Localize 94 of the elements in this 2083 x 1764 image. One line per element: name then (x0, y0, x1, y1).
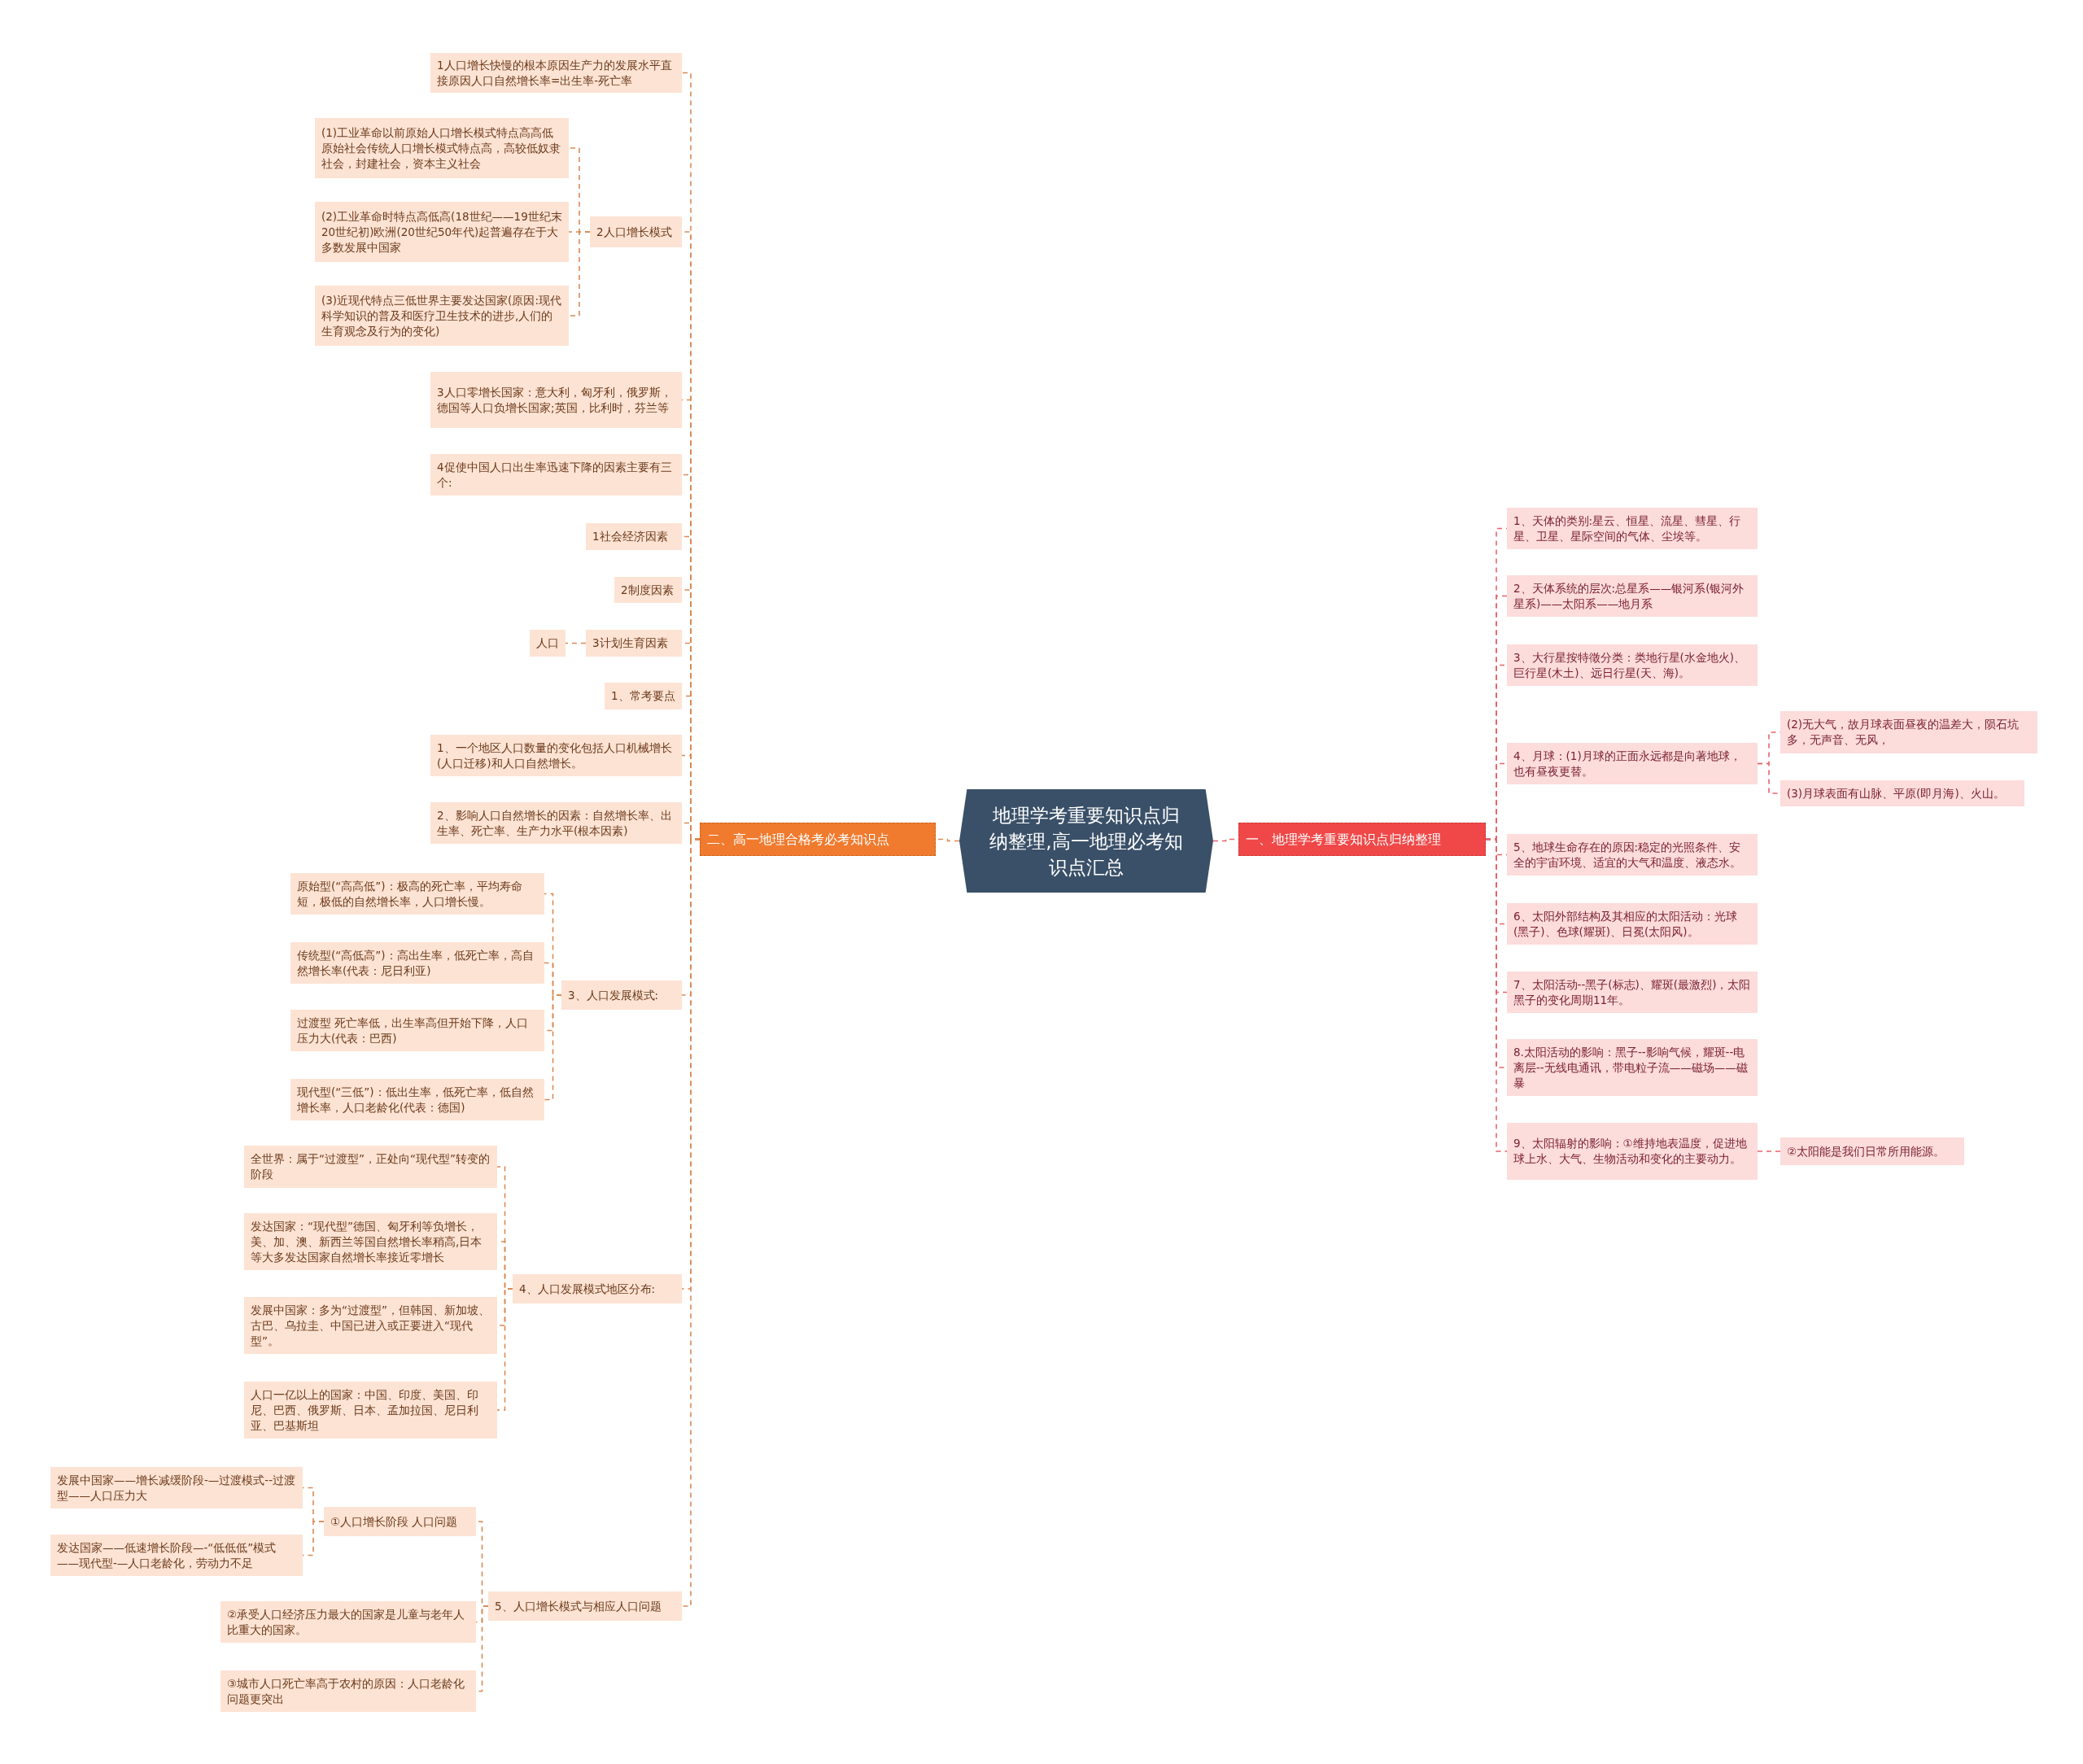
topic-text: (2)工业革命时特点高低高(18世纪——19世纪末20世纪初)欧洲(20世纪50年代)起普遍存在于大多数发展中国家 (321, 208, 562, 255)
topic-text: 发达国家——低速增长阶段—-“低低低”模式——现代型-—人口老龄化，劳动力不足 (57, 1539, 277, 1571)
topic-text: 传统型(“高低高”)：高出生率，低死亡率，高自然增长率(代表：尼日利亚) (297, 947, 535, 979)
subtopic-box (290, 942, 544, 984)
topic-text: 原始型(“高高低”)：极高的死亡率，平均寿命短，极低的自然增长率，人口增长慢。 (297, 878, 523, 910)
topic-text: 4、人口发展模式地区分布: (519, 1281, 656, 1297)
subtopic-box (244, 1146, 497, 1188)
subtopic-box (430, 735, 682, 776)
subtopic-box (244, 1382, 497, 1439)
subtopic-box (586, 523, 682, 550)
topic-text: 发展中国家——增长减缓阶段-—过渡模式--过渡型——人口压力大 (57, 1472, 296, 1504)
topic-text: 人口一亿以上的国家：中国、印度、美国、印尼、巴西、俄罗斯、日本、孟加拉国、尼日利亚、巴基斯坦 (251, 1386, 479, 1434)
connector-line (568, 231, 591, 317)
topic-text: 5、地球生命存在的原因:稳定的光照条件、安全的宇宙环境、适宜的大气和温度、液态水。 (1513, 839, 1742, 871)
main-branch-box (1238, 823, 1486, 856)
topic-text: 二、高一地理合格考必考知识点 (707, 831, 889, 848)
subtopic-box (1507, 575, 1758, 617)
subtopic-box (315, 202, 569, 262)
subtopic-box (614, 577, 682, 603)
subtopic-box (1507, 508, 1758, 549)
topic-text: ②承受人口经济压力最大的国家是儿童与老年人比重大的国家。 (227, 1606, 466, 1638)
topic-text: 3计划生育因素 (592, 635, 668, 651)
topic-text: 现代型(“三低”)：低出生率，低死亡率，低自然增长率，人口老龄化(代表：德国) (297, 1084, 535, 1116)
topic-text: 2、影响人口自然增长的因素：自然增长率、出生率、死亡率、生产力水平(根本因素) (437, 807, 673, 839)
subtopic-box (315, 286, 569, 346)
topic-text: 全世界：属于“过渡型”，正处向“现代型”转变的阶段 (251, 1151, 491, 1182)
topic-text: 一、地理学考重要知识点归纳整理 (1246, 831, 1441, 848)
topic-text: ③城市人口死亡率高于农村的原因：人口老龄化问题更突出 (227, 1675, 466, 1707)
topic-text: 9、太阳辐射的影响：①维持地表温度，促进地球上水、大气、生物活动和变化的主要动力。 (1513, 1136, 1748, 1167)
subtopic-box (1507, 743, 1758, 784)
main-branch-box (700, 823, 936, 856)
topic-text: 发展中国家：多为“过渡型”，但韩国、新加坡、古巴、乌拉圭、中国已进入或正要进入“现代型”。 (251, 1302, 491, 1349)
topic-text: 4促使中国人口出生率迅速下降的因素主要有三个: (437, 459, 673, 491)
topic-text: 3、大行星按特徵分类：类地行星(水金地火)、巨行星(木土)、远日行星(天、海)。 (1513, 649, 1747, 681)
topic-text: 1社会经济因素 (592, 529, 668, 544)
subtopic-box (605, 683, 682, 710)
subtopic-box (590, 216, 682, 247)
topic-text: 7、太阳活动--黑子(标志)、耀斑(最激烈)，太阳黑子的变化周期11年。 (1513, 976, 1751, 1008)
subtopic-box (290, 1010, 544, 1051)
topic-text: ①人口增长阶段 人口问题 (330, 1513, 458, 1530)
subtopic-box (1507, 834, 1758, 875)
topic-text: 发达国家：“现代型”德国、匈牙利等负增长，美、加、澳、新西兰等国自然增长率稍高,日本等大多发达国家自然增长率接近零增长 (251, 1218, 483, 1265)
subtopic-box (315, 118, 569, 178)
topic-text: 1、天体的类别:星云、恒星、流星、彗星、行星、卫星、星际空间的气体、尘埃等。 (1513, 513, 1742, 544)
subtopic-box (586, 630, 682, 657)
topic-text: 2制度因素 (621, 582, 674, 598)
subtopic-box (244, 1213, 497, 1270)
topic-text: (3)近现代特点三低世界主要发达国家(原因:现代科学知识的普及和医疗卫生技术的进步,人们的生育观念及行为的变化) (321, 292, 562, 339)
connector-line (544, 994, 562, 1101)
topic-text: 1、常考要点 (611, 688, 675, 704)
subtopic-box (50, 1467, 303, 1509)
subtopic-box (1780, 780, 2024, 806)
subtopic-box (430, 802, 682, 844)
topic-text: 2、天体系统的层次:总星系——银河系(银河外星系)——太阳系——地月系 (1513, 580, 1745, 612)
topic-text: 3人口零增长国家：意大利，匈牙利，俄罗斯，德国等人口负增长国家;英国，比利时，芬兰等 (437, 384, 673, 416)
subtopic-box (430, 372, 682, 428)
subtopic-box (50, 1535, 303, 1576)
topic-text: 4、月球：(1)月球的正面永远都是向著地球，也有昼夜更替。 (1513, 748, 1742, 779)
subtopic-box (221, 1601, 476, 1643)
subtopic-box (290, 1079, 544, 1120)
topic-text: 1、一个地区人口数量的变化包括人口机械增长(人口迁移)和人口自然增长。 (437, 740, 673, 771)
topic-text: 过渡型 死亡率低，出生率高但开始下降，人口压力大(代表：巴西) (297, 1015, 530, 1046)
subtopic-box (1507, 1123, 1758, 1180)
subtopic-box (561, 980, 682, 1010)
topic-text: 2人口增长模式 (596, 224, 672, 240)
topic-text: 3、人口发展模式: (568, 987, 659, 1003)
connector-line (565, 642, 587, 644)
topic-text: (3)月球表面有山脉、平原(即月海)、火山。 (1787, 785, 2005, 801)
subtopic-box (1507, 972, 1758, 1013)
subtopic-box (1507, 644, 1758, 686)
subtopic-box (244, 1297, 497, 1354)
topic-text: 5、人口增长模式与相应人口问题 (495, 1598, 662, 1614)
topic-text: 地理学考重要知识点归纳整理,高一地理必考知识点汇总 (989, 803, 1184, 880)
topic-text: 人口 (536, 635, 559, 651)
subtopic-box (430, 53, 682, 93)
topic-text: (1)工业革命以前原始人口增长模式特点高高低原始社会传统人口增长模式特点高，高较低奴隶社会，封建社会，资本主义社会 (321, 124, 561, 172)
subtopic-box (1780, 1137, 1964, 1165)
connector-line (1757, 1151, 1781, 1152)
subtopic-box (1780, 711, 2037, 753)
subtopic-box (513, 1274, 682, 1303)
topic-text: 6、太阳外部结构及其相应的太阳活动：光球(黑子)、色球(耀斑)、日冕(太阳风)。 (1513, 908, 1738, 940)
topic-text: 8.太阳活动的影响：黑子--影响气候，耀斑--电离层--无线电通讯，带电粒子流——磁场——磁暴 (1513, 1044, 1749, 1091)
subtopic-box (530, 630, 566, 657)
subtopic-box (1507, 903, 1758, 945)
subtopic-box (290, 873, 544, 915)
subtopic-box (488, 1592, 682, 1621)
topic-text: ②太阳能是我们日常所用能源。 (1787, 1143, 1945, 1159)
subtopic-box (221, 1670, 476, 1712)
subtopic-box (324, 1507, 476, 1536)
topic-text: 1人口增长快慢的根本原因生产力的发展水平直接原因人口自然增长率=出生率-死亡率 (437, 57, 673, 89)
topic-text: (2)无大气，故月球表面昼夜的温差大，陨石坑多，无声音、无风， (1787, 717, 2020, 748)
subtopic-box (430, 454, 682, 496)
subtopic-box (1507, 1039, 1758, 1096)
connector-line (496, 1288, 513, 1411)
